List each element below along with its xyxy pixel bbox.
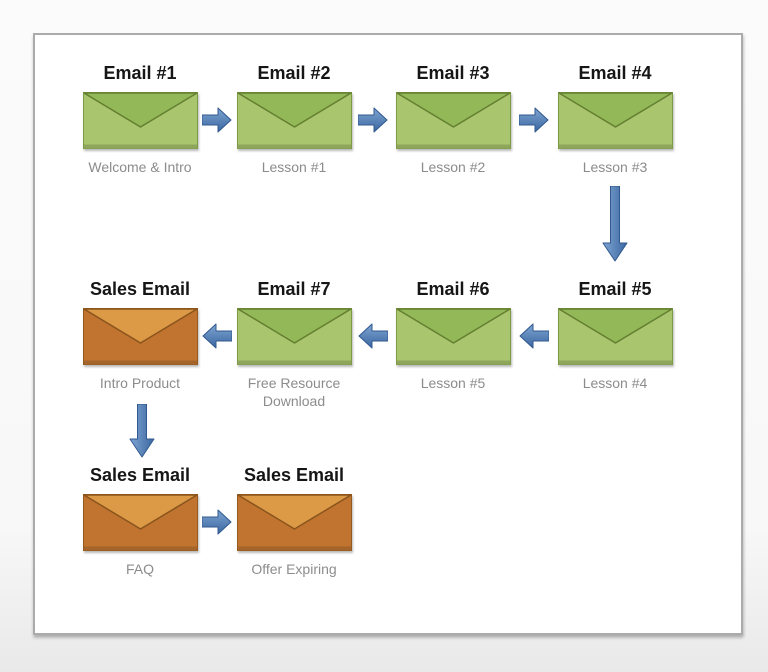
node-sales-email-faq: Sales Email FAQ — [60, 464, 220, 578]
node-caption: Lesson #1 — [261, 159, 327, 175]
email-envelope-icon — [395, 92, 511, 149]
node-caption: Lesson #2 — [420, 159, 486, 175]
arrow-down-icon — [602, 186, 628, 262]
arrow-down-icon — [129, 404, 155, 458]
node-caption: FAQ — [125, 561, 154, 577]
node-title: Email #3 — [416, 63, 490, 83]
node-title: Sales Email — [243, 465, 345, 485]
node-title: Email #5 — [578, 279, 652, 299]
node-email-6: Email #6 Lesson #5 — [373, 278, 533, 392]
node-title: Sales Email — [89, 465, 191, 485]
node-sales-email-offer-expiring: Sales Email Offer Expiring — [214, 464, 374, 578]
node-title: Email #2 — [257, 63, 331, 83]
node-title: Email #6 — [416, 279, 490, 299]
email-envelope-icon — [557, 92, 673, 149]
node-email-3: Email #3 Lesson #2 — [373, 62, 533, 176]
node-caption: Intro Product — [99, 375, 181, 391]
arrow-right-icon — [202, 107, 232, 133]
email-envelope-icon — [395, 308, 511, 365]
sales-email-envelope-icon — [82, 494, 198, 551]
email-envelope-icon — [236, 92, 352, 149]
arrow-right-icon — [519, 107, 549, 133]
sales-email-envelope-icon — [236, 494, 352, 551]
arrow-left-icon — [358, 323, 388, 349]
email-envelope-icon — [236, 308, 352, 365]
node-title: Email #4 — [578, 63, 652, 83]
sales-email-envelope-icon — [82, 308, 198, 365]
node-title: Sales Email — [89, 279, 191, 299]
arrow-left-icon — [519, 323, 549, 349]
arrow-right-icon — [358, 107, 388, 133]
email-envelope-icon — [82, 92, 198, 149]
node-email-7: Email #7 Free Resource Download — [214, 278, 374, 410]
node-title: Email #1 — [103, 63, 177, 83]
node-caption: Lesson #5 — [420, 375, 486, 391]
node-title: Email #7 — [257, 279, 331, 299]
node-caption: Lesson #4 — [582, 375, 648, 391]
node-email-1: Email #1 Welcome & Intro — [60, 62, 220, 176]
node-email-4: Email #4 Lesson #3 — [535, 62, 695, 176]
arrow-left-icon — [202, 323, 232, 349]
node-caption: Welcome & Intro — [88, 159, 192, 175]
node-caption: Free Resource Download — [247, 375, 341, 409]
arrow-right-icon — [202, 509, 232, 535]
node-caption: Lesson #3 — [582, 159, 648, 175]
node-email-5: Email #5 Lesson #4 — [535, 278, 695, 392]
node-sales-email-intro-product: Sales Email Intro Product — [60, 278, 220, 392]
email-envelope-icon — [557, 308, 673, 365]
node-email-2: Email #2 Lesson #1 — [214, 62, 374, 176]
node-caption: Offer Expiring — [251, 561, 337, 577]
